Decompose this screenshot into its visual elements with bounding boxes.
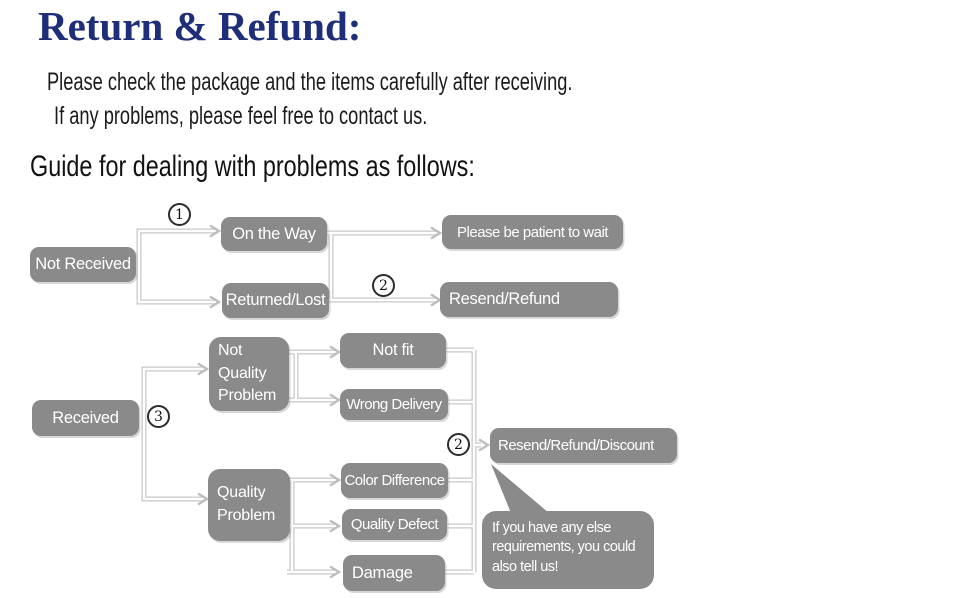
- arrowhead-icon: [329, 345, 342, 359]
- flow-box-not-quality-problem: Not Quality Problem: [209, 337, 289, 411]
- flow-box-damage: Damage: [343, 555, 445, 591]
- bubble-tail: [491, 464, 549, 513]
- arrowhead-icon: [329, 473, 342, 487]
- flow-box-on-the-way: On the Way: [221, 217, 327, 251]
- connector-nqp-branch: [285, 349, 337, 403]
- arrowhead-icon: [430, 226, 443, 240]
- flow-box-resend-refund: Resend/Refund: [440, 282, 618, 317]
- flow-box-not-received: Not Received: [30, 247, 136, 282]
- flow-box-quality-defect: Quality Defect: [342, 509, 447, 540]
- connector-not-received-branch: [136, 228, 218, 305]
- intro-line-2: If any problems, please feel free to con…: [54, 102, 428, 130]
- step-badge-2-discount: 2: [447, 433, 470, 456]
- flow-box-not-fit: Not fit: [340, 333, 446, 368]
- flow-box-wrong-delivery: Wrong Delivery: [340, 389, 448, 420]
- flow-box-returned-lost: Returned/Lost: [222, 283, 329, 318]
- flow-box-quality-problem: Quality Problem: [208, 469, 290, 541]
- arrowhead-icon: [209, 224, 222, 238]
- step-badge-2: 2: [372, 274, 395, 297]
- intro-line-1: Please check the package and the items c…: [47, 68, 573, 96]
- note-bubble: If you have any else requirements, you c…: [482, 511, 654, 589]
- arrowhead-icon: [329, 519, 342, 533]
- guide-heading: Guide for dealing with problems as follo…: [30, 150, 475, 183]
- arrowhead-icon: [478, 438, 491, 452]
- flow-box-resend-refund-discount: Resend/Refund/Discount: [490, 428, 677, 463]
- arrowhead-icon: [197, 492, 210, 506]
- flow-box-please-be-patient: Please be patient to wait: [442, 215, 623, 249]
- arrowhead-icon: [197, 362, 210, 376]
- connector-received-branch: [141, 366, 206, 502]
- step-badge-1: 1: [168, 203, 191, 226]
- page-title: Return & Refund:: [38, 3, 362, 49]
- flow-box-color-difference: Color Difference: [341, 463, 448, 498]
- arrowhead-icon: [209, 295, 222, 309]
- arrowhead-icon: [329, 393, 342, 407]
- flow-box-received: Received: [32, 400, 139, 436]
- arrowhead-icon: [329, 565, 342, 579]
- step-badge-3: 3: [147, 405, 170, 428]
